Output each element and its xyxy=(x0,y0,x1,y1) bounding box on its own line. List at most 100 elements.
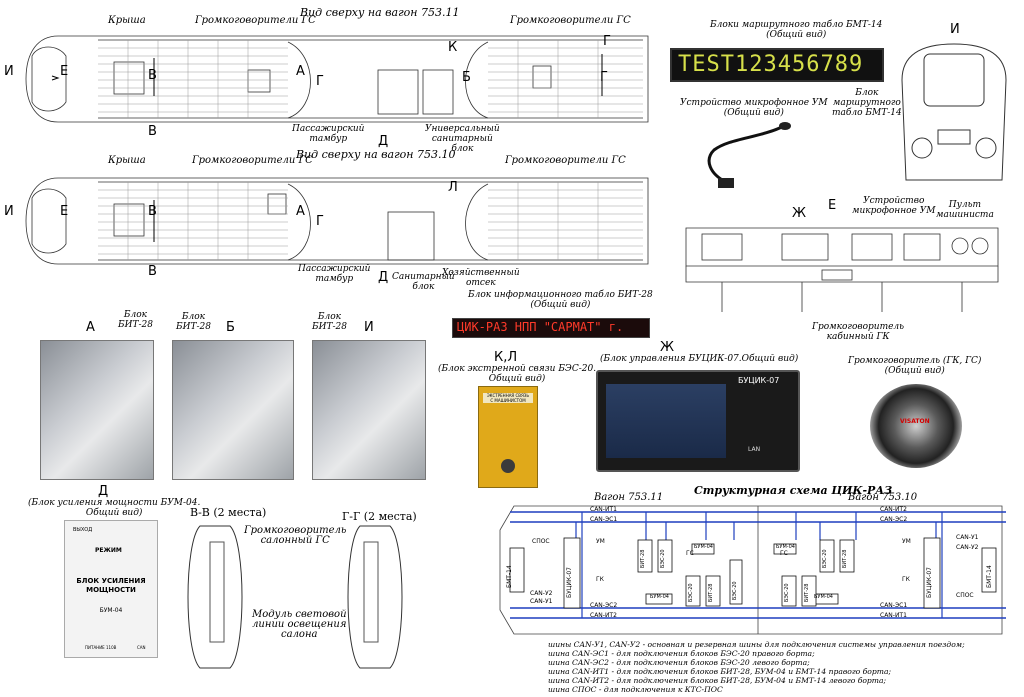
note-1: шины CAN-У1, CAN-У2 - основная и резервн… xyxy=(548,640,965,649)
bum-can: CAN xyxy=(137,645,146,650)
butsik-title: Ж xyxy=(660,340,675,355)
section-module-label: Модуль световой линии освещения салона xyxy=(252,609,347,640)
block-bes-4: БЭС-20 xyxy=(784,583,790,602)
bum-name: БЛОК УСИЛЕНИЯ МОЩНОСТИ xyxy=(76,577,146,594)
butsik-caption: (Блок управления БУЦИК-07.Общий вид) xyxy=(600,354,799,364)
bit-caption: Блок информационного табло БИТ-28 (Общий… xyxy=(468,290,653,310)
letter-g-1: Г xyxy=(316,74,324,89)
letter-d-2: Д xyxy=(378,270,389,285)
butsik-screen[interactable] xyxy=(606,384,726,458)
letter-e-2: Е xyxy=(60,204,69,219)
loudspeaker-brand: VISATON xyxy=(900,418,930,425)
letter-i-cab: И xyxy=(950,22,960,37)
bus-u1-right: CAN-У1 xyxy=(956,534,979,541)
speakers-label-1: Громкоговорители ГС xyxy=(195,15,316,26)
block-bmt-right: БМТ-14 xyxy=(986,565,993,588)
sig-gs-2: ГС xyxy=(780,550,788,557)
photo-b-bit-label: Блок БИТ-28 xyxy=(176,312,211,332)
bus-u2-right: CAN-У2 xyxy=(956,544,979,551)
mic-illustration xyxy=(707,122,791,188)
bes-panel: ЭКСТРЕННАЯ СВЯЗЬ С МАШИНИСТОМ xyxy=(478,386,538,488)
block-bum-4: БУМ-04 xyxy=(814,594,833,600)
bus-es1-right: CAN-ЭС1 xyxy=(880,602,908,609)
wagon-plan-753-11 xyxy=(25,35,649,123)
schema-wagon-10: Вагон 753.10 xyxy=(848,492,918,503)
block-bum-3: БУМ-04 xyxy=(776,544,795,550)
bmt-caption: Блоки маршрутного табло БМТ-14 (Общий ви… xyxy=(710,20,883,40)
letter-v-4: В xyxy=(148,264,157,279)
bus-es1-left: CAN-ЭС1 xyxy=(590,516,618,523)
bes-button[interactable] xyxy=(501,459,515,473)
loudspeaker-caption: Громкоговоритель (ГК, ГС) (Общий вид) xyxy=(848,356,982,376)
photo-i-bit-label: Блок БИТ-28 xyxy=(312,312,347,332)
bum-power: ПИТАНИЕ 110В xyxy=(85,645,117,650)
tambour-label-2: Пассажирский тамбур xyxy=(298,264,371,284)
photo-b xyxy=(172,340,294,480)
bmt-right-label: Блок маршрутного табло БМТ-14 xyxy=(832,88,902,118)
photo-i xyxy=(312,340,426,480)
letter-k-1: К xyxy=(448,40,458,55)
schema-wagon-11: Вагон 753.11 xyxy=(594,492,664,503)
bus-it2-right: CAN-ИТ2 xyxy=(880,506,907,513)
bus-u2-left: CAN-У2 xyxy=(530,590,553,597)
console-illustration xyxy=(685,227,999,312)
letter-l-1: Л xyxy=(448,180,458,195)
bum-model: БУМ-04 xyxy=(99,607,123,614)
roof-label-1: Крыша xyxy=(108,15,146,26)
letter-a-1: А xyxy=(296,64,305,79)
block-bit-1: БИТ-28 xyxy=(640,549,646,568)
title-wagon-753-10: Вид сверху на вагон 753.10 xyxy=(296,148,456,161)
sig-gk-left: ГК xyxy=(596,576,604,583)
bes-caption: (Блок экстренной связи БЭС-20. Общий вид… xyxy=(438,364,597,384)
bes-title: К,Л xyxy=(494,350,518,365)
bus-es2-right: CAN-ЭС2 xyxy=(880,516,908,523)
section-vv-drawing xyxy=(187,525,243,669)
block-bum-2: БУМ-04 xyxy=(650,594,669,600)
letter-zh-cab: Ж xyxy=(792,206,807,221)
photo-a-letter: А xyxy=(86,320,95,335)
butsik-lan: LAN xyxy=(748,446,761,453)
sig-spos-right: СПОС xyxy=(956,592,974,599)
block-bum-1: БУМ-04 xyxy=(694,544,713,550)
block-bes-2: БЭС-20 xyxy=(688,583,694,602)
section-gg-title: Г-Г (2 места) xyxy=(342,510,417,523)
photo-a xyxy=(40,340,154,480)
bes-plate: ЭКСТРЕННАЯ СВЯЗЬ С МАШИНИСТОМ xyxy=(483,393,533,403)
bum-title: Д xyxy=(98,484,109,499)
loudspeaker: VISATON xyxy=(870,384,962,468)
photo-b-letter: Б xyxy=(226,320,235,335)
speakers-label-3: Громкоговорители ГС xyxy=(192,155,313,166)
tambour-label-1: Пассажирский тамбур xyxy=(292,124,365,144)
block-bes-5: БЭС-20 xyxy=(822,549,828,568)
console-label: Пульт машиниста xyxy=(936,200,994,220)
roof-label-2: Крыша xyxy=(108,155,146,166)
bum-exit: ВЫХОД xyxy=(73,527,93,533)
univ-sanitary-label: Универсальный санитарный блок xyxy=(425,124,500,154)
mic-label-cab: Устройство микрофонное УМ xyxy=(852,196,936,216)
title-wagon-753-11: Вид сверху на вагон 753.11 xyxy=(300,6,460,19)
note-3: шина CAN-ЭС2 - для подключения блоков БЭ… xyxy=(548,658,810,667)
letter-e-cab: Е xyxy=(828,198,837,213)
letter-i-2: И xyxy=(4,204,14,219)
sig-spos-left: СПОС xyxy=(532,538,550,545)
photo-i-letter: И xyxy=(364,320,374,335)
block-bes-1: БЭС-20 xyxy=(660,549,666,568)
bus-it1-right: CAN-ИТ1 xyxy=(880,612,907,619)
bus-it1-left: CAN-ИТ1 xyxy=(590,506,617,513)
structure-scheme xyxy=(499,505,1006,635)
section-vv-title: В-В (2 места) xyxy=(190,506,267,519)
letter-v-3: В xyxy=(148,204,157,219)
speakers-label-4: Громкоговорители ГС xyxy=(505,155,626,166)
block-bes-3: БЭС-20 xyxy=(732,581,738,600)
letter-g-2: Г xyxy=(603,34,611,49)
section-gg-drawing xyxy=(347,525,403,669)
sig-gs-1: ГС xyxy=(686,550,694,557)
utility-label: Хозяйственный отсек xyxy=(442,268,520,288)
sig-gk-right: ГК xyxy=(902,576,910,583)
note-2: шина CAN-ЭС1 - для подключения блоков БЭ… xyxy=(548,649,815,658)
note-4: шина CAN-ИТ1 - для подключения блоков БИ… xyxy=(548,667,892,676)
note-5: шина CAN-ИТ2 - для подключения блоков БИ… xyxy=(548,676,887,685)
block-bit-2: БИТ-28 xyxy=(708,583,714,602)
cab-speaker-label: Громкоговоритель кабинный ГК xyxy=(812,322,905,342)
letter-d-1: Д xyxy=(378,134,389,149)
